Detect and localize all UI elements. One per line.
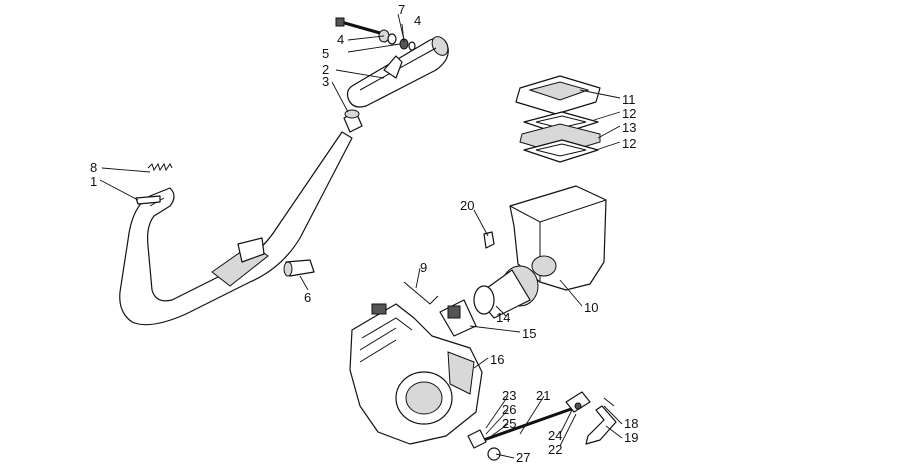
callout-12: 12 [622,136,636,151]
callout-21: 21 [536,388,550,403]
callout-25: 25 [502,416,516,431]
callout-13: 13 [622,120,636,135]
callout-27: 27 [516,450,530,464]
callout-19: 19 [624,430,638,445]
callout-9: 9 [420,260,427,275]
leader-lines [99,13,623,459]
callout-18: 18 [624,416,638,431]
gearshift-linkage [467,391,617,461]
callout-5: 5 [322,46,329,61]
callout-14: 14 [496,310,510,325]
callout-6: 6 [304,290,311,305]
callout-1: 1 [90,174,97,189]
air-box [483,185,607,291]
intake-assembly [403,265,539,337]
callout-4: 4 [337,32,344,47]
callout-22: 22 [548,442,562,457]
callout-15: 15 [522,326,536,341]
callout-16: 16 [490,352,504,367]
silencer-assembly [335,17,449,133]
exhaust-pipe [119,131,353,326]
callout-10: 10 [584,300,598,315]
engine-block [349,303,483,445]
callout-2: 2 [322,62,329,77]
air-filter-assembly [515,75,601,163]
callout-11: 11 [622,92,636,107]
callout-7: 7 [398,2,405,17]
callout-20: 20 [460,198,474,213]
callout-8: 8 [90,160,97,175]
callout-4: 4 [414,13,421,28]
callout-12: 12 [622,106,636,121]
callout-23: 23 [502,388,516,403]
callout-24: 24 [548,428,562,443]
callout-26: 26 [502,402,516,417]
callout-3: 3 [322,74,329,89]
callout-labels: 7 4 4 5 2 3 8 1 6 9 20 11 12 13 12 10 14… [90,2,638,464]
